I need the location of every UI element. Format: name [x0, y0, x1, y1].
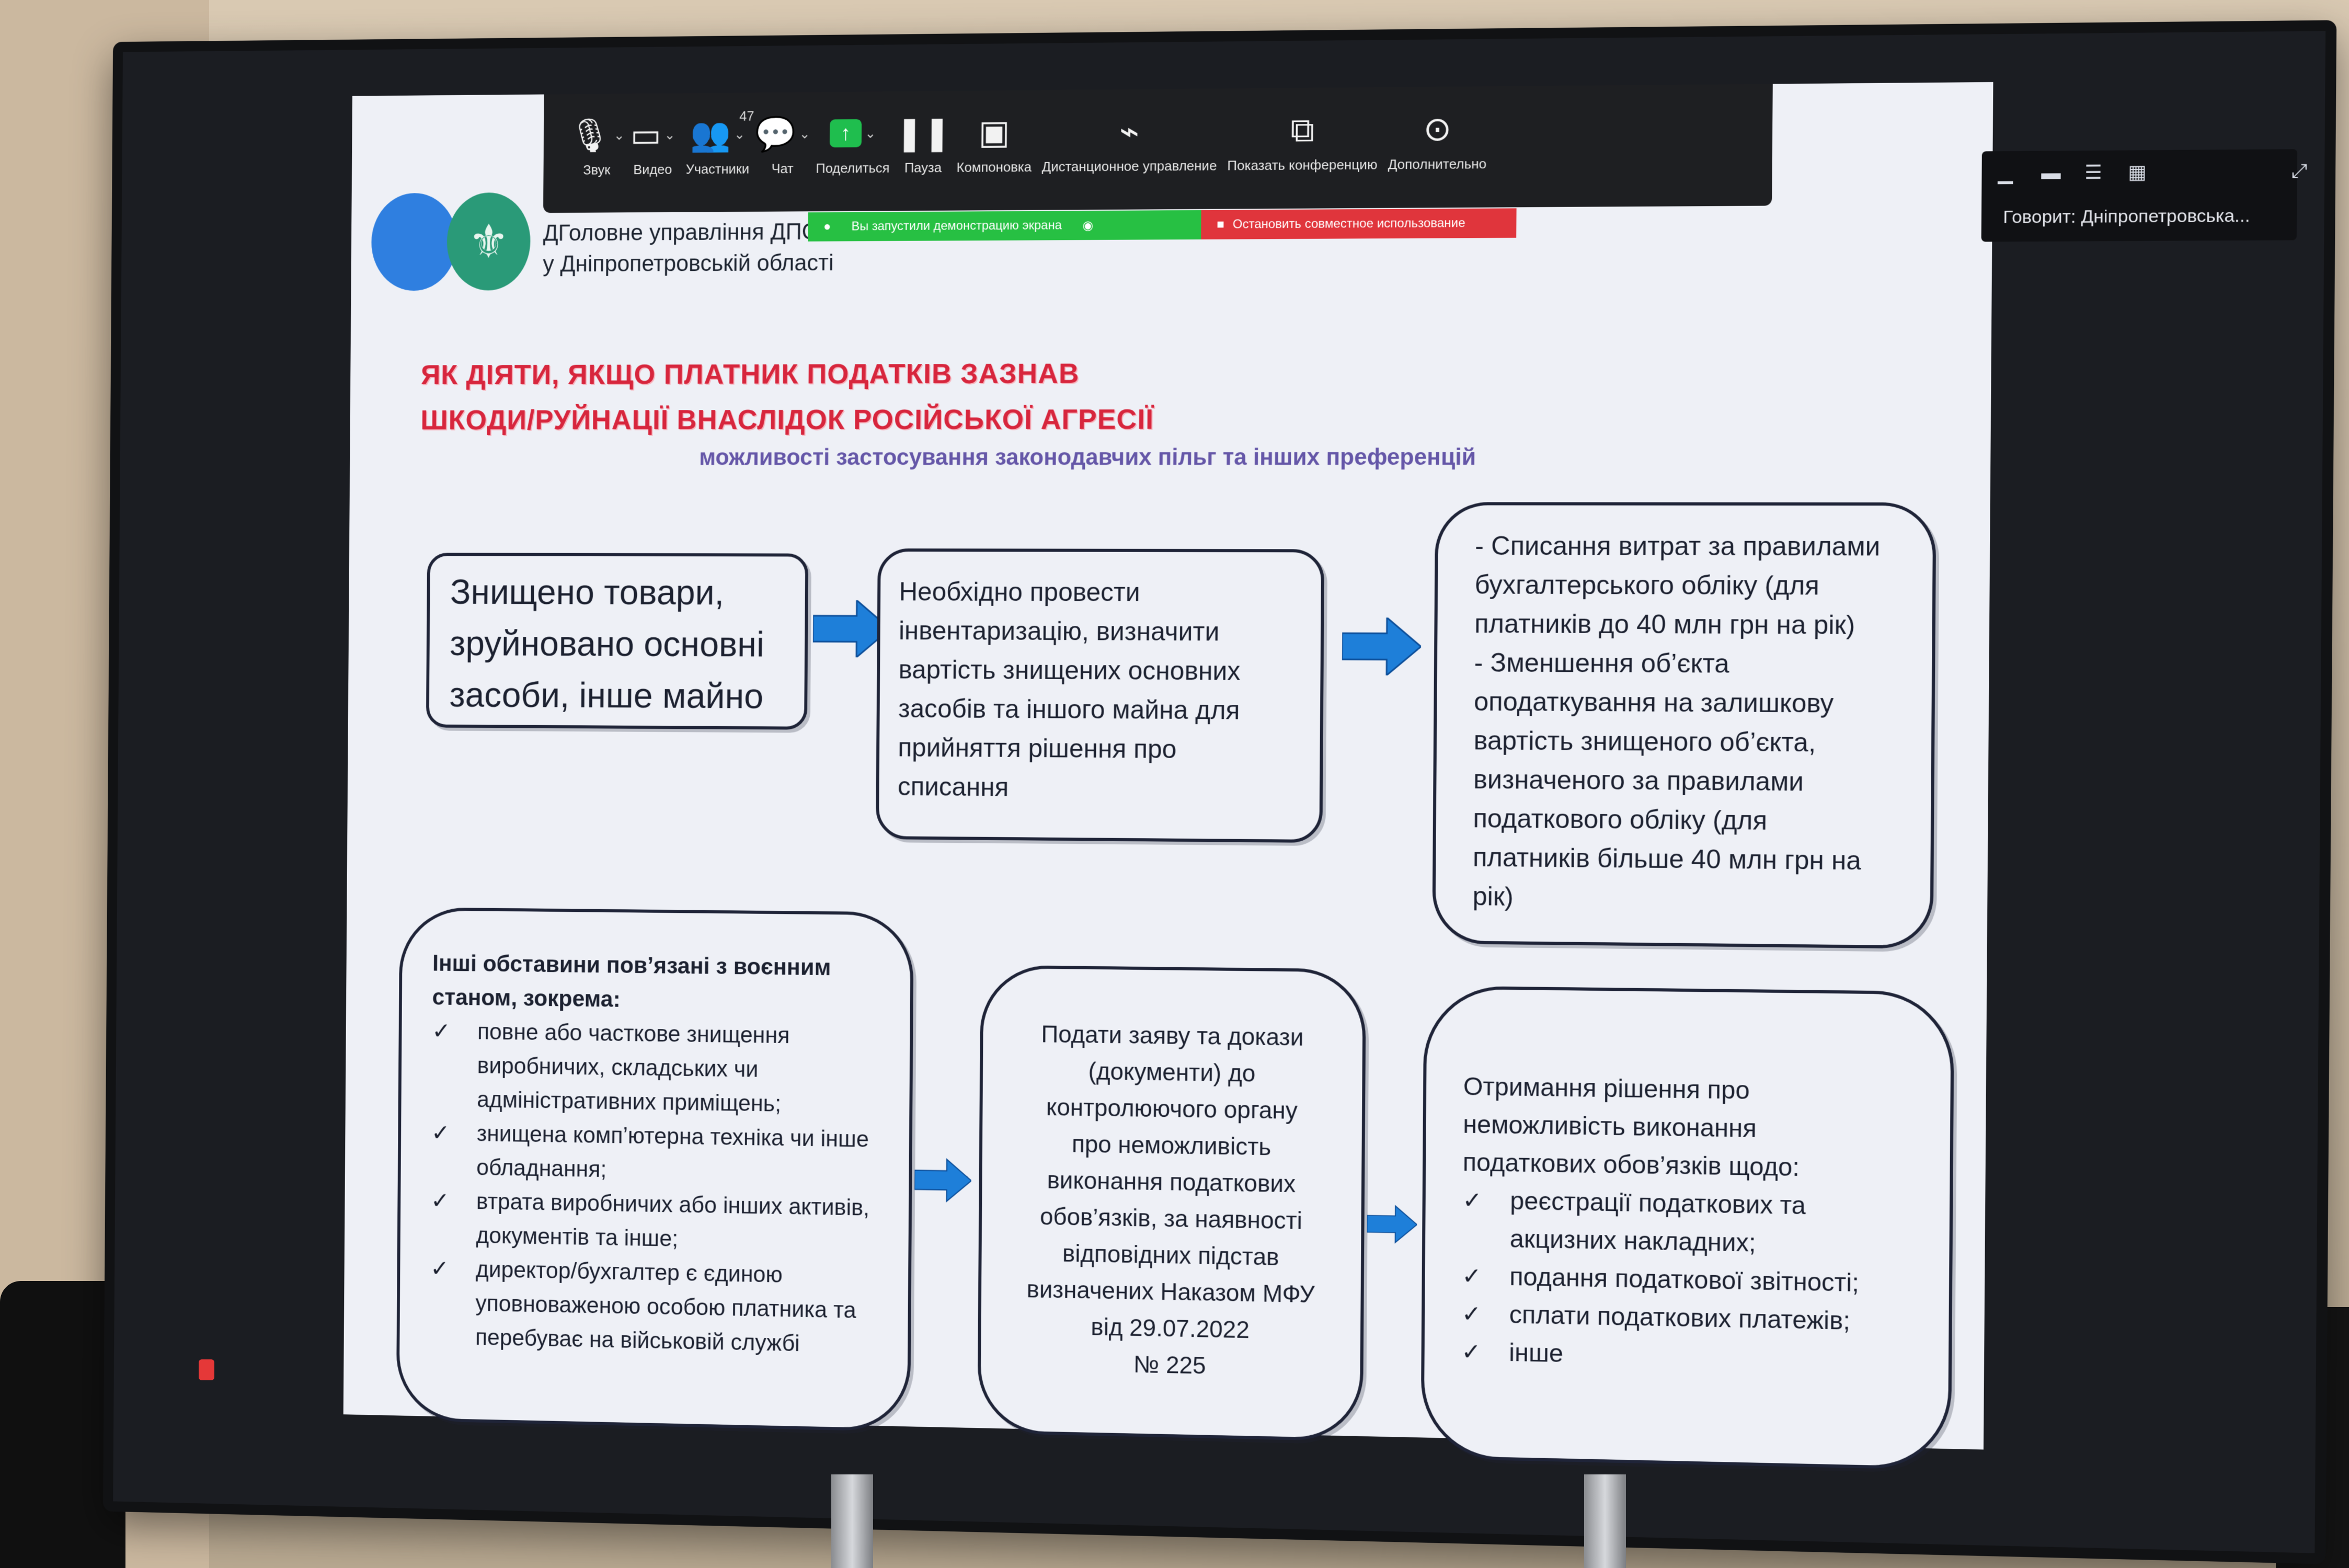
- list-item: ✓ знищена комп’ютерна техніка чи інше об…: [431, 1116, 878, 1192]
- check-icon: ✓: [1462, 1187, 1482, 1214]
- check-icon: ✓: [430, 1188, 450, 1214]
- chat-icon: 💬: [755, 115, 796, 153]
- show-conference-button[interactable]: ⧉ Показать конференцию: [1227, 110, 1378, 174]
- slide-subtitle: можливості застосування законодавчих піл…: [699, 444, 1476, 470]
- tv-monitor: ⚜ ДГоловне управління ДПС у Дніпропетров…: [103, 20, 2337, 1564]
- tv-stand-leg: [1584, 1474, 1626, 1568]
- gallery-panel: ▁ ▬ ☰ ▦ ⤢ Говорит: Дніпропетровська...: [1981, 149, 2308, 242]
- meeting-toolbar: 🎙⌄ Звук ▭⌄ Видео 👥47⌄ Участники 💬⌄ Чат ↑…: [543, 84, 1773, 213]
- remote-control-icon: ⌁: [1119, 112, 1140, 150]
- share-notice: ● Вы запустили демонстрацию экрана ◉: [808, 210, 1201, 242]
- chevron-down-icon[interactable]: ⌄: [664, 127, 675, 142]
- org-line-2: у Дніпропетровській області: [543, 250, 834, 277]
- stop-icon: ■: [1217, 217, 1224, 232]
- box-other-circumstances: Інші обставини пов’язані з воєнним стано…: [396, 907, 914, 1432]
- participants-icon: 👥: [690, 115, 731, 153]
- trident-emblem-icon: ⚜: [446, 192, 531, 291]
- grid-view-icon[interactable]: ▦: [2128, 161, 2147, 183]
- box-inventory: Необхідно провести інвентаризацію, визна…: [876, 548, 1325, 843]
- chevron-down-icon[interactable]: ⌄: [799, 125, 810, 142]
- box4-heading: Інші обставини пов’язані з воєнним стано…: [432, 951, 831, 1012]
- video-camera-icon: ▭: [630, 116, 661, 154]
- expand-icon[interactable]: ⤢: [2291, 159, 2308, 182]
- arrow-right-icon: [914, 1157, 971, 1204]
- arrow-right-icon: [1342, 617, 1422, 676]
- minimize-icon[interactable]: ▁: [1998, 162, 2013, 184]
- single-view-icon[interactable]: ▬: [2041, 161, 2061, 184]
- pause-icon: ❚❚: [895, 113, 952, 152]
- title-line-1: ЯК ДІЯТИ, ЯКЩО ПЛАТНИК ПОДАТКІВ ЗАЗНАВ: [420, 358, 1080, 391]
- box-receive-decision: Отримання рішення про неможливість викон…: [1420, 986, 1955, 1470]
- stop-share-button[interactable]: ■ Остановить совместное использование: [1201, 208, 1517, 239]
- active-speaker-label: Говорит: Дніпропетровська...: [2003, 205, 2250, 227]
- participants-button[interactable]: 👥47⌄ Участники: [685, 108, 754, 177]
- box-write-off-costs: - Списання витрат за правилами бухгалтер…: [1432, 502, 1937, 949]
- list-item: ✓ директор/бухгалтер є єдиною уповноваже…: [430, 1252, 877, 1363]
- arrow-right-icon: [1367, 1200, 1417, 1248]
- org-line-1: Головне управління ДПС: [558, 219, 819, 246]
- pause-button[interactable]: ❚❚ Пауза: [895, 113, 952, 176]
- check-icon: ✓: [1462, 1263, 1482, 1290]
- share-status-icon: ●: [823, 219, 831, 234]
- logo-blue-circle: [371, 192, 457, 291]
- check-icon: ✓: [1461, 1301, 1482, 1327]
- video-button[interactable]: ▭⌄ Видео: [630, 116, 675, 178]
- slide-title: ЯК ДІЯТИ, ЯКЩО ПЛАТНИК ПОДАТКІВ ЗАЗНАВ Ш…: [420, 350, 1154, 443]
- box-destroyed-goods: Знищено товари, зруйновано основні засоб…: [426, 553, 809, 730]
- check-icon: ✓: [430, 1256, 449, 1281]
- list-item: ✓ реєстрації податкових та акцизних накл…: [1462, 1182, 1912, 1265]
- list-item: ✓ втрата виробничих або інших активів, д…: [430, 1184, 878, 1260]
- chat-button[interactable]: 💬⌄ Чат: [755, 115, 810, 177]
- title-line-2: ШКОДИ/РУЙНАЦІЇ ВНАСЛІДОК РОСІЙСЬКОЇ АГРЕ…: [420, 404, 1154, 436]
- arrow-right-icon: [812, 600, 890, 658]
- list-item: ✓ повне або часткове знищення виробничих…: [431, 1014, 879, 1123]
- chevron-down-icon[interactable]: ⌄: [734, 126, 746, 142]
- share-button[interactable]: ↑⌄ Поделиться: [816, 112, 890, 177]
- list-view-icon[interactable]: ☰: [2084, 161, 2102, 184]
- view-switcher: ▁ ▬ ☰ ▦ ⤢: [1998, 159, 2313, 184]
- check-icon: ✓: [1461, 1338, 1481, 1365]
- organization-name: ДГоловне управління ДПС у Дніпропетровсь…: [543, 216, 834, 280]
- more-icon: ⊙: [1423, 109, 1452, 148]
- share-screen-icon: ↑: [829, 119, 862, 147]
- show-conference-icon: ⧉: [1290, 110, 1315, 149]
- check-icon: ✓: [432, 1018, 451, 1044]
- box-submit-application: Подати заяву та докази (документи) до ко…: [977, 965, 1367, 1442]
- red-marker: [199, 1359, 214, 1380]
- tv-stand-leg: [831, 1474, 873, 1568]
- audio-button[interactable]: 🎙⌄ Звук: [569, 116, 625, 178]
- participant-count: 47: [739, 108, 754, 124]
- check-icon: ✓: [431, 1120, 450, 1146]
- remote-control-button[interactable]: ⌁ Дистанционное управление: [1041, 112, 1217, 175]
- screen-share-status-bar: ● Вы запустили демонстрацию экрана ◉ ■ О…: [808, 208, 1517, 242]
- layout-icon: ▣: [978, 113, 1010, 151]
- presentation-slide: ⚜ ДГоловне управління ДПС у Дніпропетров…: [343, 82, 1993, 1470]
- microphone-icon: 🎙: [569, 116, 611, 154]
- chevron-down-icon[interactable]: ⌄: [864, 125, 876, 141]
- more-button[interactable]: ⊙ Дополнительно: [1388, 109, 1487, 173]
- shield-icon: ◉: [1082, 218, 1094, 233]
- layout-button[interactable]: ▣ Компоновка: [956, 113, 1032, 175]
- chevron-down-icon[interactable]: ⌄: [613, 127, 625, 143]
